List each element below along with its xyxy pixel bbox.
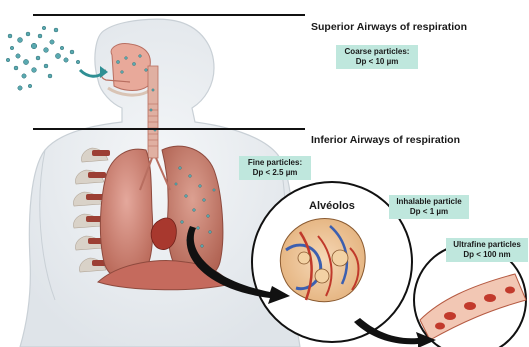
inferior-airways-title: Inferior Airways of respiration [311,134,460,146]
coarse-label-line1: Coarse particles: [340,47,414,57]
trachea [148,66,158,158]
fine-particles-label: Fine particles: Dp < 2.5 µm [239,156,311,180]
fine-label-line2: Dp < 2.5 µm [243,168,307,178]
coarse-particles-label: Coarse particles: Dp < 10 µm [336,45,418,69]
inhalable-label-line2: Dp < 1 µm [393,207,465,217]
ultrafine-particles-label: Ultrafine particles Dp < 100 nm [446,238,528,262]
alveoli-title: Alvéolos [309,200,355,212]
ultrafine-label-line1: Ultrafine particles [450,240,524,250]
body-silhouette [20,19,300,347]
ultrafine-label-line2: Dp < 100 nm [450,250,524,260]
fine-label-line1: Fine particles: [243,158,307,168]
superior-airways-title: Superior Airways of respiration [311,21,467,33]
inhalable-particle-label: Inhalable particle Dp < 1 µm [389,195,469,219]
inhalable-label-line1: Inhalable particle [393,197,465,207]
coarse-label-line2: Dp < 10 µm [340,57,414,67]
inhaled-particle-cloud [6,26,80,90]
